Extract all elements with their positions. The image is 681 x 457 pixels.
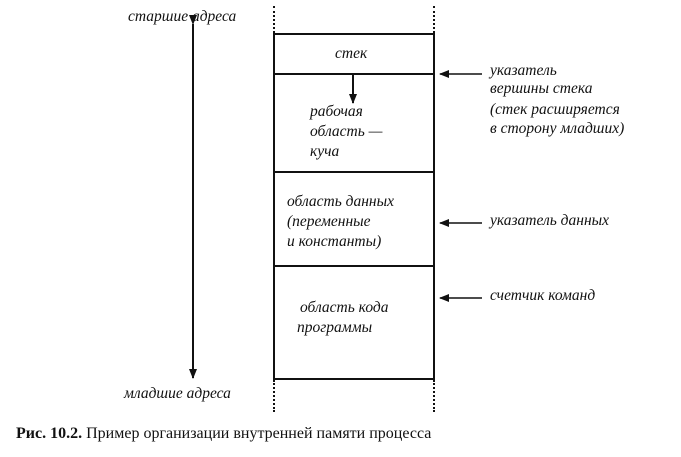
data-pointer-label: указатель данных bbox=[490, 212, 610, 229]
stack-pointer-label-line-1: указатель bbox=[490, 62, 557, 79]
code-label-line-2: программы bbox=[297, 319, 373, 336]
data-label-line-3: и константы) bbox=[287, 233, 382, 250]
stack-pointer-label-line-4: в сторону младших) bbox=[490, 120, 625, 137]
data-label-line-1: область данных bbox=[287, 193, 395, 210]
stack-pointer-label-line-2: вершины стека bbox=[490, 80, 593, 97]
data-label-line-2: (переменные bbox=[287, 213, 371, 230]
stack-label: стек bbox=[335, 45, 368, 62]
code-label-line-1: область кода bbox=[300, 299, 389, 316]
code-block: область кода программы bbox=[273, 265, 435, 380]
high-addresses-label: старшие адреса bbox=[128, 8, 237, 25]
figure-caption-text: Пример организации внутренней памяти про… bbox=[86, 425, 432, 442]
top-left-dotted-line bbox=[273, 6, 275, 33]
top-right-dotted-line bbox=[433, 6, 435, 33]
heap-label-line-3: куча bbox=[310, 143, 340, 160]
figure-caption: Рис. 10.2. Пример организации внутренней… bbox=[16, 425, 431, 443]
program-counter-label: счетчик команд bbox=[490, 287, 596, 304]
stack-pointer-label-line-3: (стек расширяется bbox=[490, 101, 620, 118]
bottom-right-dotted-line bbox=[433, 380, 435, 412]
bottom-left-dotted-line bbox=[273, 380, 275, 412]
figure-number: Рис. 10.2. bbox=[16, 425, 83, 442]
low-addresses-label: младшие адреса bbox=[124, 385, 231, 402]
heap-label-line-1: рабочая bbox=[310, 103, 363, 120]
heap-label-line-2: область — bbox=[310, 123, 383, 140]
